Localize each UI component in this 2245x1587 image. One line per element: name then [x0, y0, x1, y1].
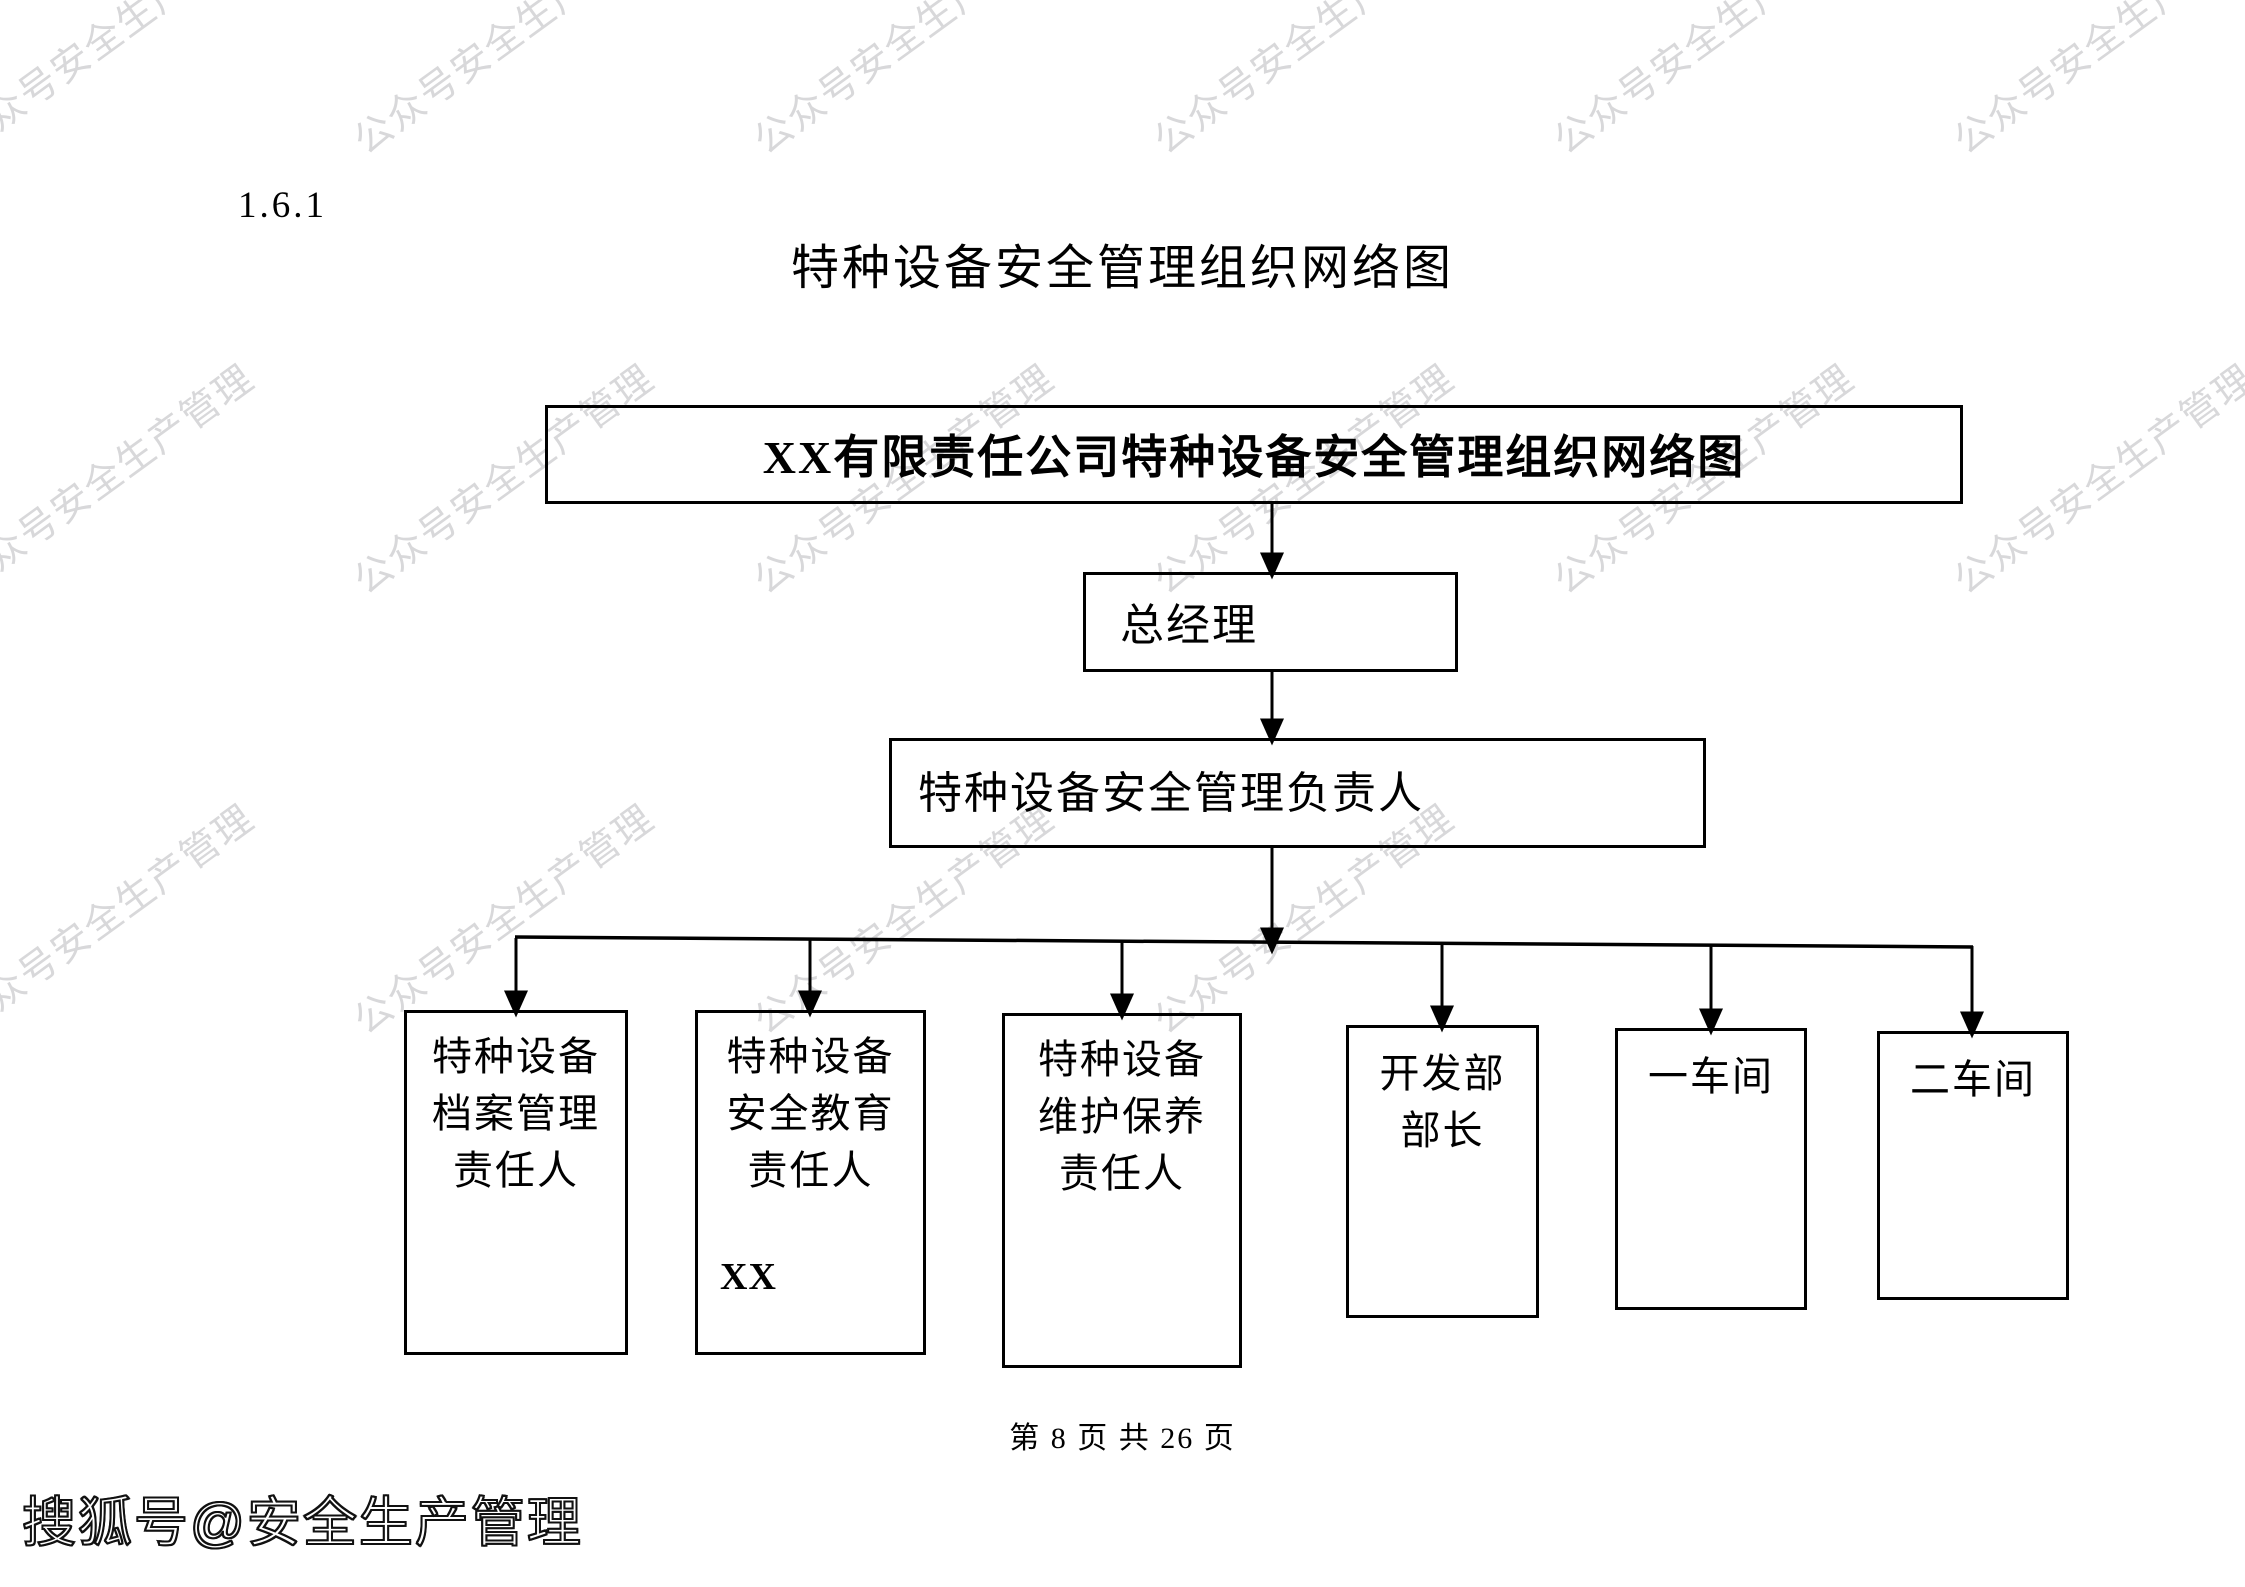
org-node-maintenance-officer-name [1005, 1202, 1239, 1258]
org-node-safety-manager-label: 特种设备安全管理负责人 [918, 769, 1424, 818]
org-node-development-department-head-label: 开发部 部长 [1379, 1051, 1506, 1153]
org-node-workshop-one-name [1618, 1106, 1804, 1162]
org-node-safety-education-officer-label: 特种设备 安全教育 责任人 [726, 1034, 895, 1193]
org-node-general-manager[interactable]: 总经理 [1083, 572, 1458, 672]
org-node-root[interactable]: XX有限责任公司特种设备安全管理组织网络图 [545, 405, 1963, 504]
brand-watermark: 搜狐号@安全生产管理 [21, 1492, 583, 1554]
org-node-general-manager-label: 总经理 [1120, 601, 1258, 650]
page-title: 特种设备安全管理组织网络图 [790, 242, 1454, 295]
org-node-workshop-one[interactable]: 一车间 [1615, 1028, 1807, 1310]
org-node-development-department-head-name [1349, 1160, 1536, 1216]
org-node-workshop-two-label: 二车间 [1910, 1057, 2036, 1102]
page-footer: 第 8 页 共 26 页 [1009, 1422, 1236, 1455]
org-node-safety-manager[interactable]: 特种设备安全管理负责人 [889, 738, 1706, 848]
org-node-archive-officer-label: 特种设备 档案管理 责任人 [432, 1034, 600, 1193]
section-number: 1.6.1 [238, 185, 327, 226]
org-node-workshop-two-name [1880, 1109, 2066, 1165]
distribution-bus [514, 935, 1974, 949]
org-node-workshop-two[interactable]: 二车间 [1877, 1031, 2069, 1300]
org-node-development-department-head[interactable]: 开发部 部长 [1346, 1025, 1539, 1318]
org-node-archive-officer[interactable]: 特种设备 档案管理 责任人 [404, 1010, 628, 1355]
org-node-safety-education-officer[interactable]: 特种设备 安全教育 责任人 XX [695, 1010, 926, 1355]
org-node-workshop-one-label: 一车间 [1648, 1054, 1774, 1099]
org-node-maintenance-officer-label: 特种设备 维护保养 责任人 [1038, 1037, 1206, 1196]
org-node-maintenance-officer[interactable]: 特种设备 维护保养 责任人 [1002, 1013, 1242, 1368]
org-node-root-label: XX有限责任公司特种设备安全管理组织网络图 [762, 432, 1746, 483]
org-node-archive-officer-name [407, 1199, 625, 1255]
org-node-safety-education-officer-name: XX [720, 1256, 777, 1299]
